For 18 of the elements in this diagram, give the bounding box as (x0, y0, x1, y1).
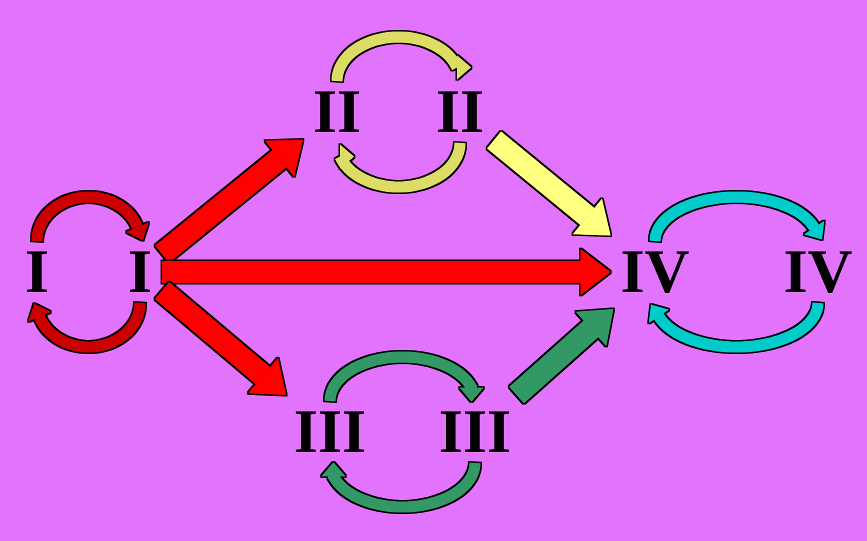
roman-numeral: I (24, 241, 50, 303)
curved-arrow (322, 461, 480, 512)
block-arrow (155, 282, 286, 396)
roman-numeral: IV (784, 241, 852, 303)
roman-numeral: IV (620, 241, 690, 303)
roman-numeral: I (128, 241, 152, 303)
curved-arrow (332, 32, 468, 83)
roman-numeral: II (312, 81, 362, 143)
curved-arrow (648, 301, 824, 352)
curved-arrow (324, 352, 484, 403)
curved-arrow (650, 192, 824, 243)
block-arrow (155, 140, 303, 263)
block-arrow (162, 249, 610, 295)
roman-numeral: II (436, 81, 484, 143)
curved-arrow (32, 192, 148, 243)
curved-arrow (28, 301, 146, 352)
roman-numeral: III (294, 401, 366, 463)
roman-numeral: III (438, 401, 512, 463)
